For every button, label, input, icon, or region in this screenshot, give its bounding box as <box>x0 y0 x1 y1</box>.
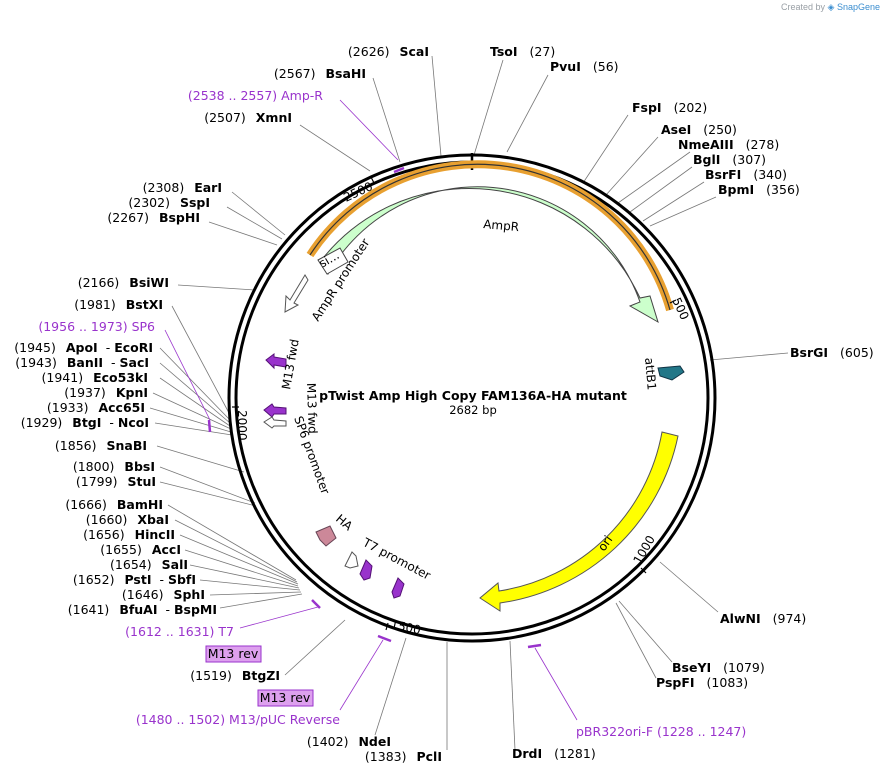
enzyme-bsphi[interactable]: (2267)BspHI <box>107 210 200 225</box>
enzyme-stui[interactable]: (1799)StuI <box>76 474 156 489</box>
leader-lines <box>149 55 789 751</box>
enzyme-xbai[interactable]: (1660)XbaI <box>86 512 169 527</box>
attb1-label: attB1 <box>642 357 659 391</box>
enzyme-tsoi[interactable]: TsoI(27) <box>490 44 555 59</box>
credit-brand: SnapGene <box>836 2 880 12</box>
enzyme-btgi-ncoi[interactable]: (1929)BtgI - NcoI <box>21 415 149 430</box>
enzyme-bsiwi[interactable]: (2166)BsiWI <box>78 275 169 290</box>
credit-created-by: Created by <box>780 2 825 12</box>
attb1-feature <box>657 365 685 381</box>
ampr-promoter-arrow <box>284 274 309 313</box>
enzyme-bpmi[interactable]: BpmI(356) <box>718 182 800 197</box>
enzyme-bsrfi[interactable]: BsrFI(340) <box>705 167 787 182</box>
enzyme-nmeaiii[interactable]: NmeAIII(278) <box>678 137 779 152</box>
enzyme-bgli[interactable]: BglI(307) <box>693 152 766 167</box>
enzyme-bamhi[interactable]: (1666)BamHI <box>65 497 163 512</box>
enzyme-asei[interactable]: AseI(250) <box>661 122 737 137</box>
enzyme-scai[interactable]: (2626)ScaI <box>348 44 429 59</box>
enzyme-bseyi[interactable]: BseYI(1079) <box>672 660 765 675</box>
sp6-promoter-arrow <box>263 416 287 429</box>
ha-feature <box>315 525 337 547</box>
primer-t7[interactable]: (1612 .. 1631) T7 <box>125 624 234 639</box>
enzyme-snabi[interactable]: (1856)SnaBI <box>55 438 147 453</box>
enzyme-alwni[interactable]: AlwNI(974) <box>720 611 806 626</box>
snapgene-logo-icon: ◈ <box>827 2 835 12</box>
primer-labels: (2538 .. 2557) Amp-R (1956 .. 1973) SP6 … <box>38 88 746 739</box>
enzyme-hincii[interactable]: (1656)HincII <box>83 527 175 542</box>
enzyme-labels-left: (2626)ScaI (2567)BsaHI (2507)XmnI (2308)… <box>14 44 442 764</box>
primer-pbr322ori-f[interactable]: pBR322ori-F (1228 .. 1247) <box>576 724 746 739</box>
enzyme-eari[interactable]: (2308)EarI <box>143 180 222 195</box>
enzyme-sali[interactable]: (1654)SalI <box>110 557 188 572</box>
primer-sp6[interactable]: (1956 .. 1973) SP6 <box>38 319 155 334</box>
enzyme-bsahi[interactable]: (2567)BsaHI <box>274 66 366 81</box>
enzyme-drdi[interactable]: DrdI(1281) <box>512 746 596 761</box>
enzyme-sphi[interactable]: (1646)SphI <box>122 587 205 602</box>
enzyme-labels-right: TsoI(27) PvuI(56) FspI(202) AseI(250) Nm… <box>490 44 874 761</box>
ori-feature <box>479 431 679 612</box>
enzyme-apoi-ecori[interactable]: (1945)ApoI - EcoRI <box>14 340 153 355</box>
enzyme-pspfi[interactable]: PspFI(1083) <box>656 675 748 690</box>
tick-marks <box>232 176 677 631</box>
m13-fwd-label-1: M13 fwd <box>279 338 302 391</box>
enzyme-acc65i[interactable]: (1933)Acc65I <box>47 400 145 415</box>
enzyme-psti-sbfi[interactable]: (1652)PstI - SbfI <box>73 572 196 587</box>
plasmid-name: pTwist Amp High Copy FAM136A-HA mutant <box>319 388 627 403</box>
primer-m13-rev-2[interactable]: M13 rev <box>260 690 311 705</box>
snapgene-credit: Created by ◈ SnapGene <box>781 2 880 13</box>
enzyme-fspi[interactable]: FspI(202) <box>632 100 707 115</box>
signal-sequence-feature <box>317 247 349 275</box>
tick-label-2000: 2000 <box>235 410 249 441</box>
m13-fwd-arrow-1 <box>265 353 287 370</box>
enzyme-pvui[interactable]: PvuI(56) <box>550 59 619 74</box>
t7-promoter-arrow <box>344 551 359 569</box>
enzyme-xmni[interactable]: (2507)XmnI <box>204 110 292 125</box>
enzyme-btgzi[interactable]: (1519)BtgZI <box>190 668 280 683</box>
tick-label-1500: 1500 <box>389 617 422 637</box>
enzyme-pcli[interactable]: (1383)PclI <box>365 749 442 764</box>
ha-label: HA <box>333 512 356 534</box>
primer-amp-r[interactable]: (2538 .. 2557) Amp-R <box>188 88 323 103</box>
enzyme-bfuai-bspmi[interactable]: (1641)BfuAI - BspMI <box>68 602 217 617</box>
enzyme-sspi[interactable]: (2302)SspI <box>128 195 210 210</box>
enzyme-bsrgi[interactable]: BsrGI(605) <box>790 345 874 360</box>
enzyme-acci[interactable]: (1655)AccI <box>100 542 181 557</box>
m13-fwd-label-2: M13 fwd <box>304 383 320 434</box>
enzyme-banii-saci[interactable]: (1943)BanII - SacI <box>15 355 149 370</box>
primer-m13-rev-1[interactable]: M13 rev <box>208 646 259 661</box>
enzyme-kpni[interactable]: (1937)KpnI <box>64 385 148 400</box>
enzyme-eco53ki[interactable]: (1941)Eco53kI <box>42 370 148 385</box>
m13-rev-box-2 <box>257 689 314 707</box>
ampr-signal-band-line <box>309 163 671 311</box>
enzyme-ndei[interactable]: (1402)NdeI <box>307 734 391 749</box>
t7-primer-arrow <box>359 559 373 581</box>
primer-leader-lines <box>164 99 578 721</box>
enzyme-bstxi[interactable]: (1981)BstXI <box>74 297 163 312</box>
ampr-feature <box>319 186 659 324</box>
ampr-label: AmpR <box>483 217 520 234</box>
enzyme-bbsi[interactable]: (1800)BbsI <box>73 459 155 474</box>
primer-marks <box>207 166 542 649</box>
plasmid-length: 2682 bp <box>449 403 497 417</box>
m13-rev-arrow <box>391 577 405 599</box>
primer-m13-puc-reverse[interactable]: (1480 .. 1502) M13/pUC Reverse <box>136 712 340 727</box>
m13-rev-box-1 <box>205 645 262 663</box>
m13-fwd-arrow-2 <box>263 403 287 418</box>
